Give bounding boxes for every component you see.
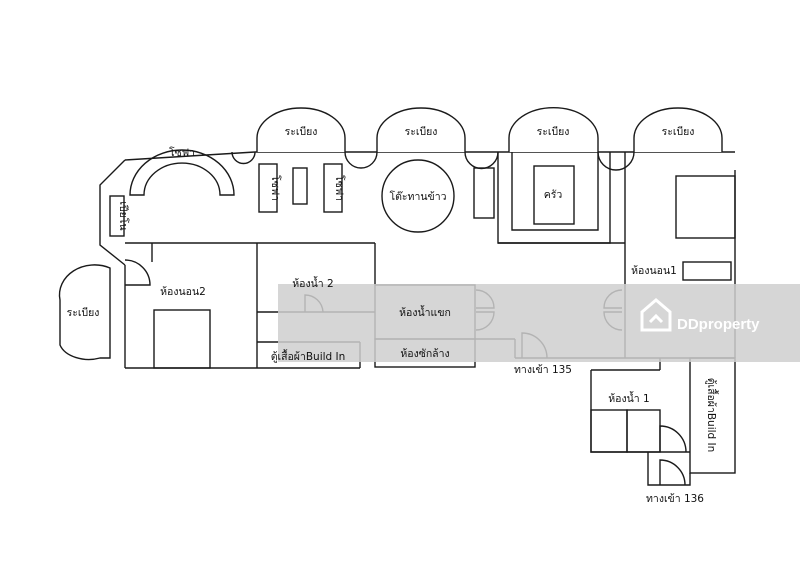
watermark-band [278, 284, 800, 362]
door-bedroom2 [124, 259, 151, 286]
balcony-1 [256, 107, 346, 152]
curved-sofa [129, 149, 235, 196]
balcony-label-4: ระเบียง [662, 125, 695, 138]
desk-1 [682, 261, 732, 281]
watermark-brand: DDproperty [677, 316, 760, 333]
counter [473, 167, 495, 219]
ddproperty-logo-icon [640, 298, 672, 332]
kitchen-island [533, 165, 575, 225]
piano [109, 195, 125, 237]
kitchen-label: ครัว [544, 189, 563, 201]
wardrobe-label-left: ตู้เสื้อผ้าBuild In [271, 349, 346, 363]
balcony-label-left: ระเบียง [67, 306, 100, 319]
balcony-label-3: ระเบียง [537, 125, 570, 138]
bathroom1-label: ห้องน้ำ 1 [608, 391, 649, 405]
bedroom2-label: ห้องนอน2 [160, 286, 206, 298]
balcony-4 [633, 107, 723, 152]
dining-table [381, 159, 455, 233]
piano-label: เปียโน [117, 201, 130, 230]
wardrobe-label-right: ตู้เสื้อผ้าBuild In [705, 378, 719, 453]
dining-label: โต๊ะทานข้าว [389, 190, 446, 203]
bedroom1-label: ห้องนอน1 [631, 265, 677, 277]
coffee-table [292, 167, 308, 205]
sofa-left [258, 163, 278, 213]
balcony-left [58, 264, 111, 361]
sofa-label: โซฟา [169, 146, 195, 159]
bed-2 [153, 309, 211, 369]
balcony-label-1: ระเบียง [285, 125, 318, 138]
bedroom-1 [675, 175, 736, 281]
door-entrance-136 [659, 459, 686, 486]
entrance136-label: ทางเข้า 136 [646, 493, 704, 505]
guest-bath-label: ห้องน้ำแขก [399, 305, 451, 319]
bathroom2-label: ห้องน้ำ 2 [292, 276, 333, 290]
balconies [58, 106, 723, 361]
living-furniture [109, 149, 611, 244]
bed-1 [675, 175, 736, 239]
door-bath1 [659, 425, 687, 453]
sofa-left-label: โซฟา [269, 175, 282, 201]
balcony-label-2: ระเบียง [405, 125, 438, 138]
balcony-3 [508, 106, 599, 152]
lower-right [590, 357, 736, 486]
balcony-2 [376, 107, 466, 152]
entrance135-label: ทางเข้า 135 [514, 364, 572, 376]
sofa-right-label: โซฟา [333, 175, 346, 201]
sofa-right [323, 163, 343, 213]
laundry-label: ห้องซักล้าง [400, 348, 449, 360]
